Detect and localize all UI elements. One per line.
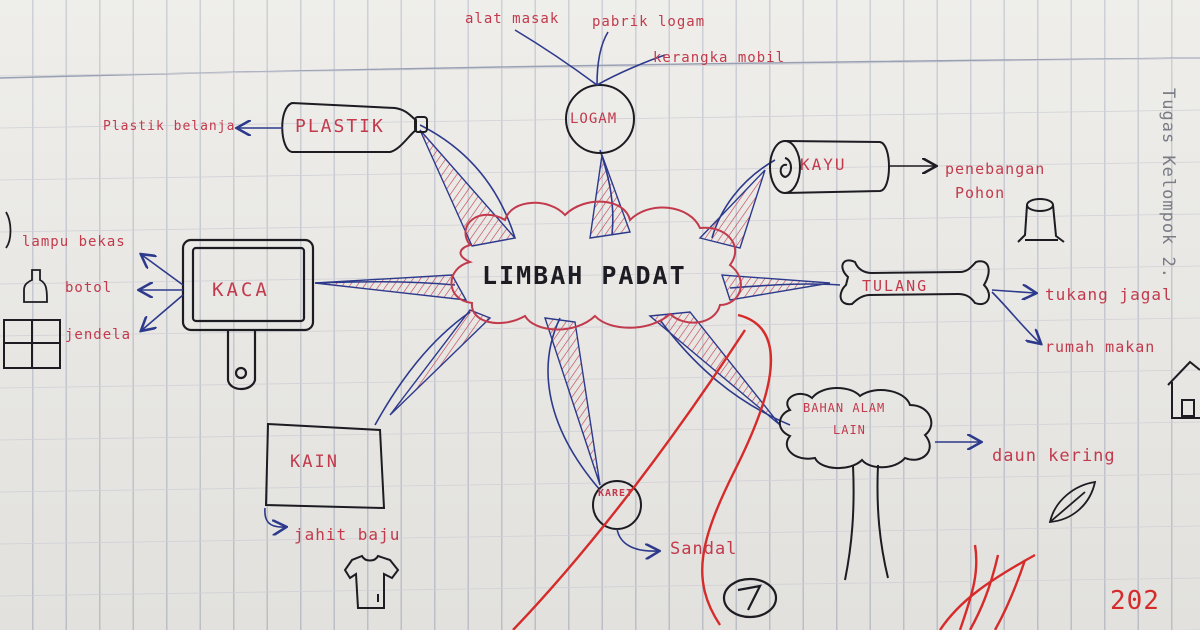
ruling-line bbox=[0, 109, 1200, 129]
kayu-item-penebangan: penebangan bbox=[945, 160, 1046, 178]
tulang-label: TULANG bbox=[862, 277, 929, 295]
logam-item-kerangka-mobil: kerangka mobil bbox=[653, 50, 786, 66]
kayu-log bbox=[769, 140, 890, 194]
leaf-icon bbox=[1048, 480, 1097, 524]
kaca-item-botol: botol bbox=[65, 280, 113, 296]
karet-arrow bbox=[616, 528, 658, 551]
ruling-line bbox=[0, 369, 1200, 389]
logam-item-alat-masak: alat masak bbox=[465, 11, 560, 27]
bahan-alam-label-line1: BAHAN ALAM bbox=[803, 401, 886, 415]
logam-lines bbox=[514, 29, 666, 86]
red-pen-scribbles bbox=[512, 313, 1036, 630]
logam-node bbox=[565, 84, 635, 154]
tulang-item-tukang-jagal: tukang jagal bbox=[1045, 285, 1173, 304]
kaca-item-jendela: jendela bbox=[65, 327, 132, 343]
logam-label: LOGAM bbox=[570, 111, 618, 127]
kayu-item-pohon: Pohon bbox=[955, 184, 1006, 202]
central-topic-label: LIMBAH PADAT bbox=[482, 261, 687, 290]
corner-scribble: 202 bbox=[1110, 586, 1160, 616]
ruling-line bbox=[0, 577, 1200, 597]
window-icon bbox=[3, 319, 61, 369]
bahan-alam-label-line2: LAIN bbox=[833, 423, 866, 437]
ruling-line bbox=[0, 57, 1200, 77]
plastik-label: PLASTIK bbox=[295, 116, 385, 137]
kain-item-jahit-baju: jahit baju bbox=[294, 525, 401, 544]
kaca-label: KACA bbox=[212, 279, 270, 301]
kaca-item-lampu-bekas: lampu bekas bbox=[22, 234, 126, 250]
central-cloud bbox=[450, 200, 742, 331]
tree-stump-icon bbox=[1017, 198, 1065, 243]
bottle-icon bbox=[23, 269, 48, 303]
sandal-icon bbox=[722, 577, 778, 619]
ruling-line bbox=[0, 421, 1200, 441]
tulang-bone bbox=[839, 259, 990, 306]
karet-label: KARET bbox=[598, 488, 634, 499]
shirt-icon bbox=[343, 554, 400, 609]
kain-arrow bbox=[264, 507, 285, 527]
bahan-alam-tree-trunk bbox=[844, 464, 889, 581]
karet-item-sandal: Sandal bbox=[670, 539, 738, 559]
logam-item-pabrik-logam: pabrik logam bbox=[592, 14, 706, 30]
ruling-line bbox=[0, 525, 1200, 545]
side-title: Tugas Kelompok 2. bbox=[1158, 88, 1178, 279]
kain-label: KAIN bbox=[290, 452, 339, 472]
bahan-alam-item-daun-kering: daun kering bbox=[992, 446, 1116, 466]
plastik-item-plastik-belanja: Plastik belanja bbox=[103, 119, 236, 134]
bulb-icon bbox=[5, 211, 12, 249]
bahan-alam-tree-canopy bbox=[778, 387, 933, 469]
kayu-label: KAYU bbox=[800, 155, 847, 174]
tulang-item-rumah-makan: rumah makan bbox=[1045, 338, 1156, 356]
kain-cloth bbox=[264, 422, 386, 510]
house-icon bbox=[1167, 360, 1200, 419]
plastik-bottle bbox=[281, 101, 428, 153]
ruling-line bbox=[0, 317, 1200, 337]
kaca-mirror bbox=[181, 238, 315, 391]
kaca-arrows bbox=[140, 255, 184, 330]
tulang-arrows bbox=[991, 290, 1040, 343]
